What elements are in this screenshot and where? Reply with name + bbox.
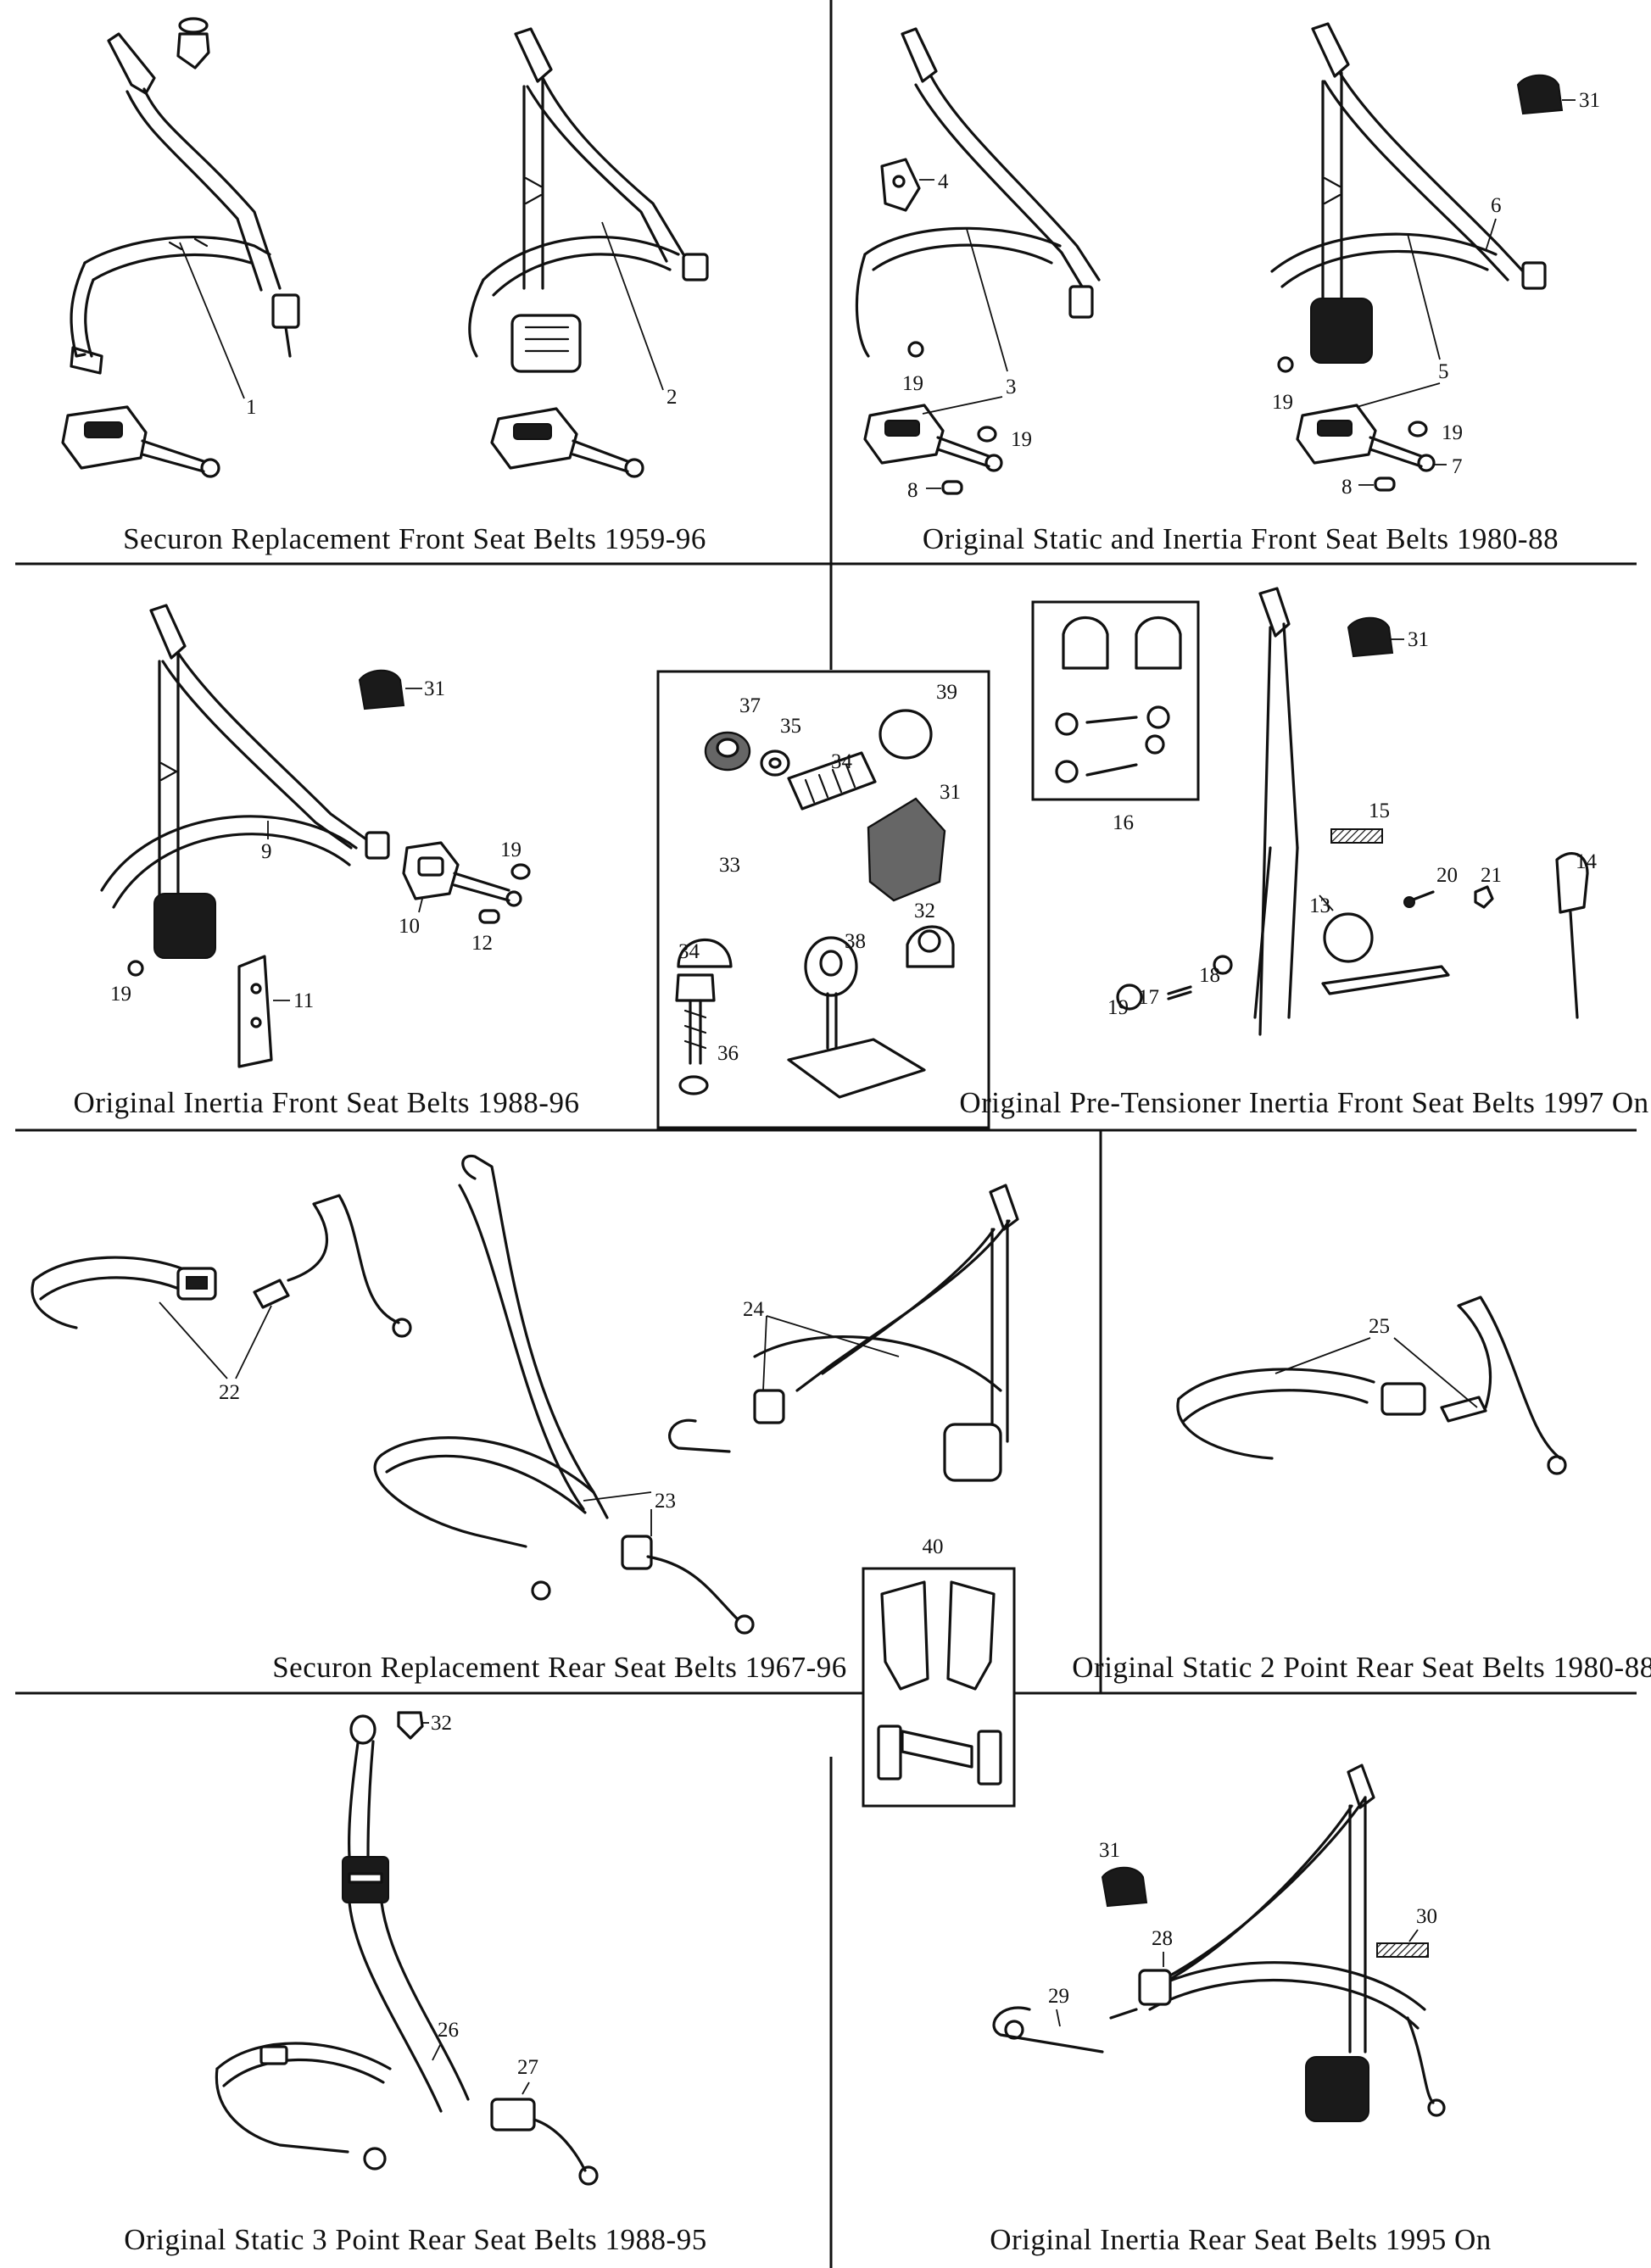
- trim-inset: 40: [877, 1535, 1002, 1786]
- callout: 25: [1369, 1315, 1390, 1338]
- panel-caption: Original Static 2 Point Rear Seat Belts …: [1072, 1651, 1651, 1684]
- callout: 30: [1416, 1905, 1437, 1928]
- panel-caption: Securon Replacement Front Seat Belts 195…: [123, 522, 706, 555]
- panel-securon-rear: 22 23 24 Securon Replacement Rear Seat B…: [31, 1154, 1019, 1684]
- callout: 37: [739, 694, 761, 717]
- panel-static-inertia-front: 4 19 3 19 8 31 6 19: [855, 22, 1600, 555]
- callout: 31: [424, 677, 445, 700]
- panel-inertia-rear: 31 30 28 29 Original Inertia Rear Seat B…: [990, 1764, 1492, 2256]
- panel-inertia-front-1988: 31 9 10 19 12 19 11 Original Inertia Fro…: [74, 604, 580, 1119]
- panel-caption: Original Inertia Front Seat Belts 1988-9…: [74, 1086, 580, 1119]
- callout: 7: [1452, 455, 1463, 478]
- callout: 31: [1579, 89, 1600, 112]
- callout: 20: [1436, 864, 1458, 887]
- callout: 24: [743, 1298, 765, 1321]
- callout: 33: [719, 854, 740, 877]
- callout: 19: [1442, 421, 1463, 444]
- panel-static-3-point: 32 26 27 Original Static 3 Point Rear Se…: [124, 1711, 706, 2256]
- callout: 34: [831, 750, 853, 773]
- callout: 19: [1011, 428, 1032, 451]
- trim-inset-box: [862, 1567, 1016, 1808]
- callout: 11: [293, 989, 314, 1012]
- callout: 27: [517, 2056, 538, 2079]
- callout: 1: [246, 396, 257, 419]
- callout: 19: [500, 839, 522, 861]
- callout: 19: [1107, 996, 1129, 1019]
- callout: 28: [1152, 1927, 1173, 1950]
- callout: 16: [1113, 811, 1134, 834]
- callout: 10: [399, 915, 420, 938]
- callout: 39: [936, 681, 957, 704]
- callout: 36: [717, 1042, 739, 1065]
- callout: 2: [667, 386, 678, 409]
- callout: 3: [1006, 376, 1017, 398]
- callout: 8: [1341, 476, 1353, 499]
- callout: 19: [902, 372, 923, 395]
- panel-caption: Original Pre-Tensioner Inertia Front Sea…: [959, 1086, 1648, 1119]
- callout: 38: [845, 930, 866, 953]
- callout: 32: [431, 1712, 452, 1735]
- callout: 31: [940, 781, 961, 804]
- callout: 22: [219, 1381, 240, 1404]
- callout: 5: [1438, 360, 1449, 383]
- callout: 15: [1369, 800, 1390, 822]
- fixings-inset-box: [656, 670, 990, 1129]
- callout: 13: [1309, 894, 1330, 917]
- callout: 12: [471, 932, 493, 955]
- panel-securon-front: 1 2 Securon Replacement Front Seat Belts…: [61, 17, 709, 555]
- callout: 31: [1408, 628, 1429, 651]
- panel-static-2-point: 25 Original Static 2 Point Rear Seat Bel…: [1072, 1296, 1651, 1684]
- callout: 6: [1491, 194, 1502, 217]
- callout: 14: [1576, 850, 1598, 873]
- callout: 19: [110, 983, 131, 1006]
- callout: 21: [1481, 864, 1502, 887]
- callout: 4: [938, 170, 949, 193]
- panel-caption: Original Static and Inertia Front Seat B…: [923, 522, 1559, 555]
- callout: 35: [780, 715, 801, 738]
- callout: 40: [923, 1535, 944, 1558]
- callout: 34: [678, 940, 700, 963]
- panel-caption: Original Inertia Rear Seat Belts 1995 On: [990, 2223, 1492, 2256]
- callout: 26: [438, 2019, 459, 2042]
- callout: 31: [1099, 1839, 1120, 1862]
- callout: 19: [1272, 391, 1293, 414]
- panel-dividers: [15, 0, 1637, 2268]
- panel-caption: Securon Replacement Rear Seat Belts 1967…: [272, 1651, 847, 1684]
- callout: 8: [907, 479, 918, 502]
- callout: 23: [655, 1490, 676, 1513]
- panel-pre-tensioner: 16 31 15 20 21 14 13 18 17 19 Original P…: [959, 587, 1648, 1119]
- panel-caption: Original Static 3 Point Rear Seat Belts …: [124, 2223, 706, 2256]
- covers-inset-box: [1031, 600, 1200, 801]
- callout: 9: [261, 840, 272, 863]
- callout: 29: [1048, 1985, 1069, 2008]
- callout: 18: [1199, 964, 1220, 987]
- fixings-inset: 37 35 34 39 31 33 38 32 34 36: [675, 681, 961, 1099]
- callout: 32: [914, 900, 935, 922]
